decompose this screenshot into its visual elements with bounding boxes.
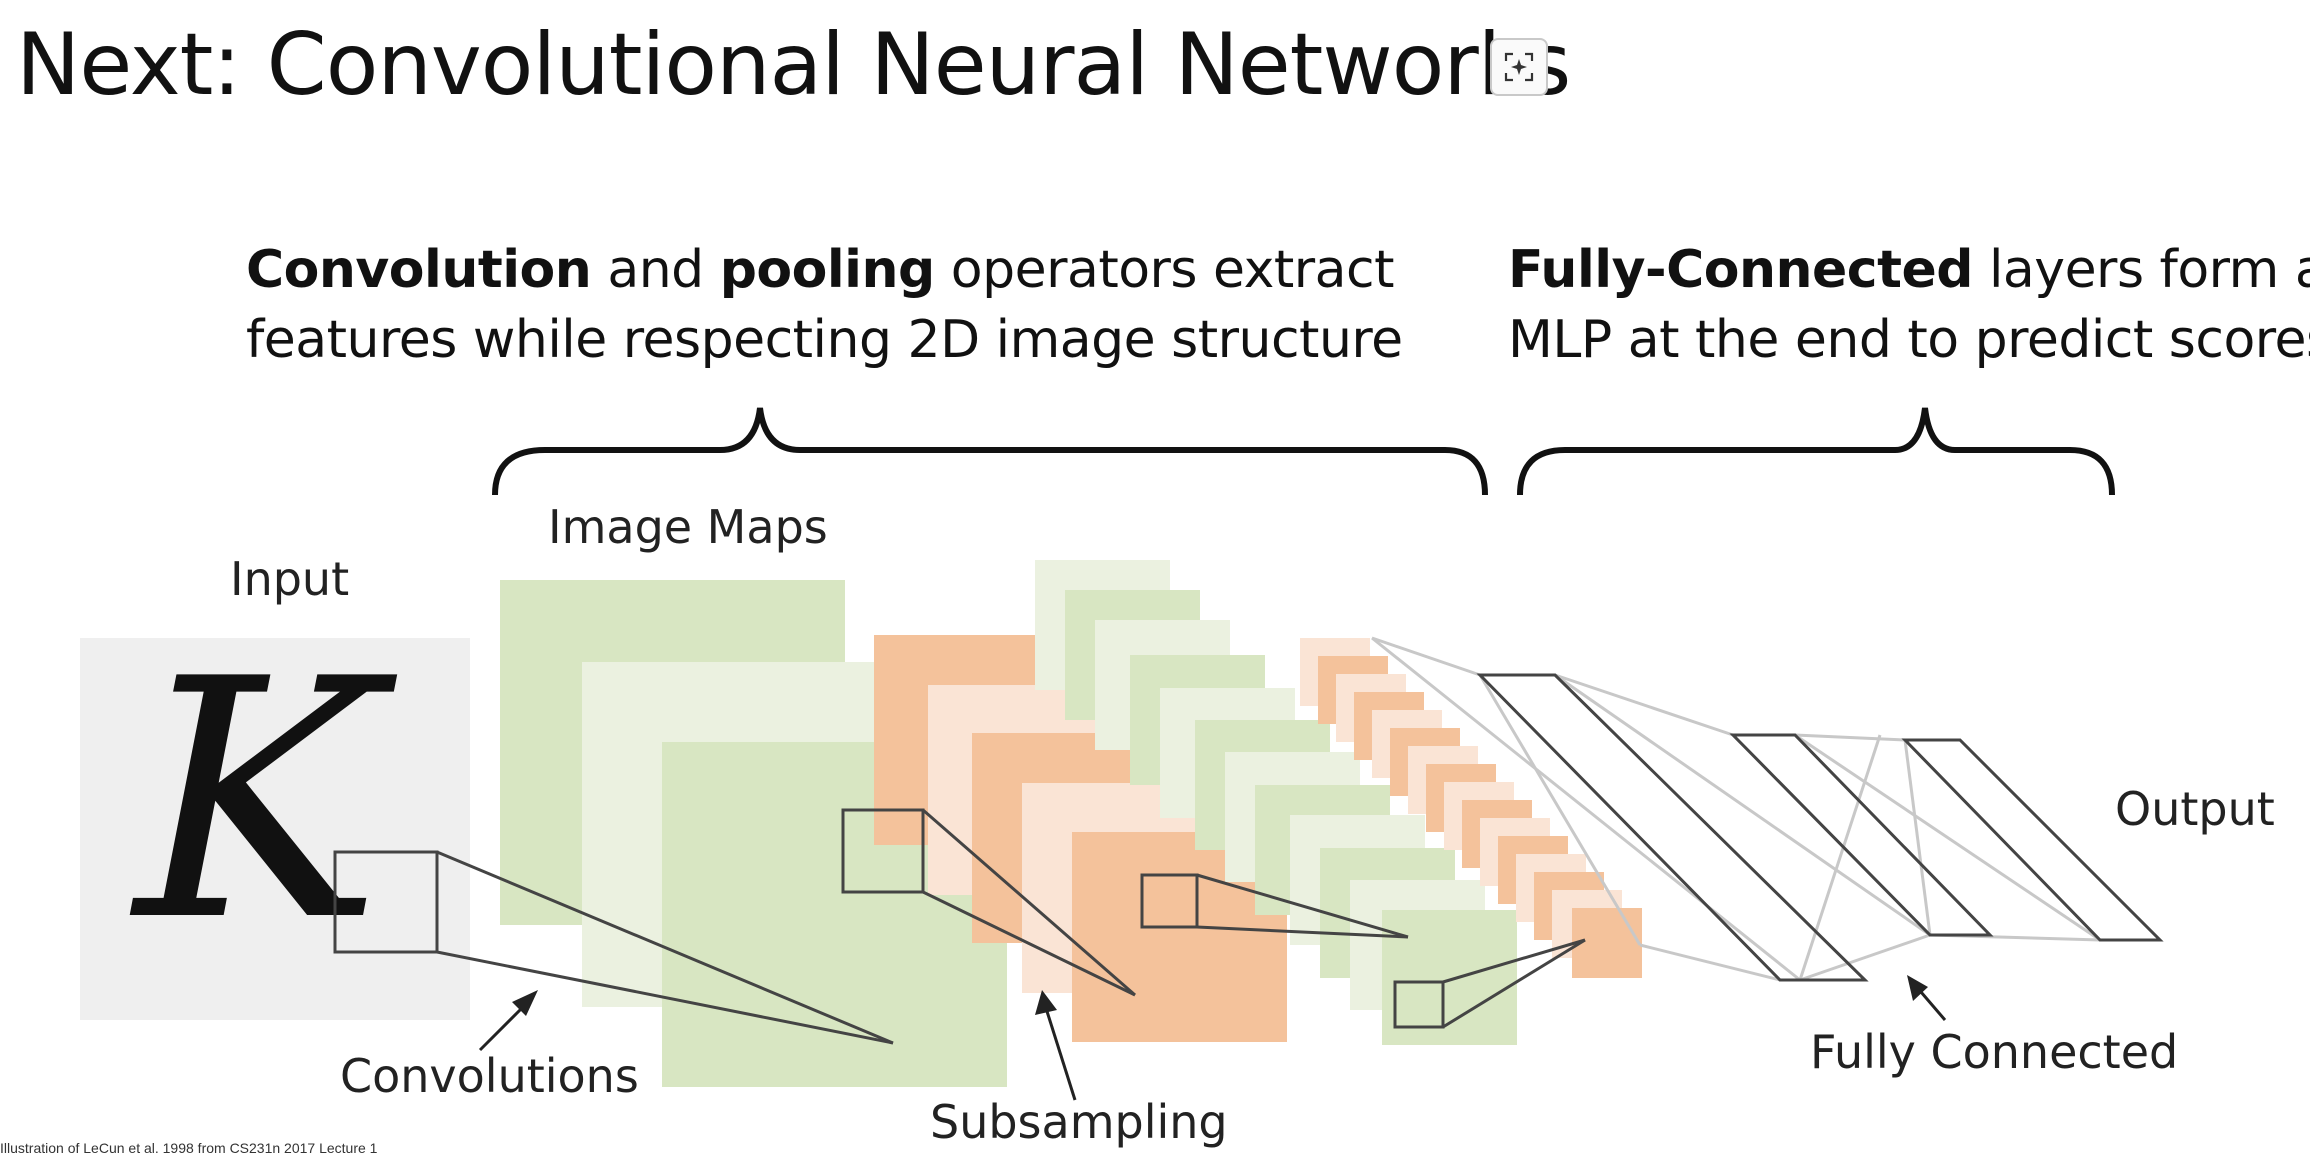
label-fully-connected: Fully Connected — [1810, 1025, 2178, 1079]
image-credit: Illustration of LeCun et al. 1998 from C… — [0, 1140, 378, 1156]
ai-assist-button[interactable] — [1490, 38, 1548, 96]
fc-connections — [1371, 636, 2101, 982]
fc-layer-2 — [1729, 733, 1994, 937]
fc-layer-1 — [1476, 673, 1869, 982]
slide-title: Next: Convolutional Neural Networks — [16, 15, 1571, 115]
brace-fully-connected — [1517, 407, 2115, 496]
brace-conv-pooling — [492, 407, 1488, 496]
label-convolutions: Convolutions — [340, 1049, 639, 1103]
label-image-maps: Image Maps — [548, 500, 828, 554]
receptive-fields — [333, 808, 1586, 1045]
fc-layer-3 — [1901, 738, 2164, 942]
label-input: Input — [230, 552, 349, 606]
caption-fully-connected: Fully-Connected layers form an MLP at th… — [1508, 240, 2310, 370]
label-arrows — [478, 975, 1947, 1101]
input-letter: K — [130, 609, 398, 993]
caption-convolution-pooling: Convolution and pooling operators extrac… — [246, 240, 1403, 370]
input-image — [80, 638, 470, 1020]
subsample2-maps — [1300, 638, 1642, 978]
label-subsampling: Subsampling — [930, 1095, 1228, 1149]
label-output: Output — [2115, 782, 2275, 836]
sparkle-scan-icon — [1504, 52, 1534, 82]
